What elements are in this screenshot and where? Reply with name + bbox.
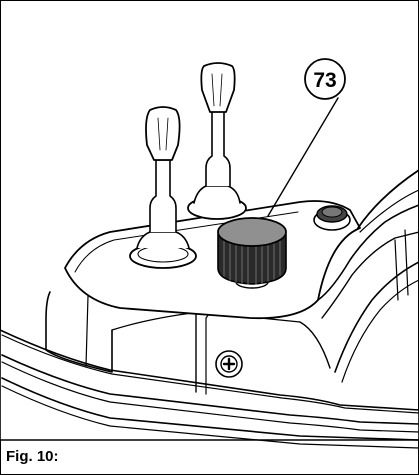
- console-housing: [0, 169, 419, 449]
- figure-caption: Fig. 10:: [6, 448, 59, 465]
- left-joystick: [129, 106, 197, 269]
- callout-label: 73: [313, 69, 336, 92]
- callout-73: 73: [267, 58, 346, 217]
- screw-icon: [215, 350, 243, 378]
- push-button: [313, 205, 351, 231]
- rotary-knob: [217, 217, 287, 289]
- right-joystick: [187, 62, 247, 220]
